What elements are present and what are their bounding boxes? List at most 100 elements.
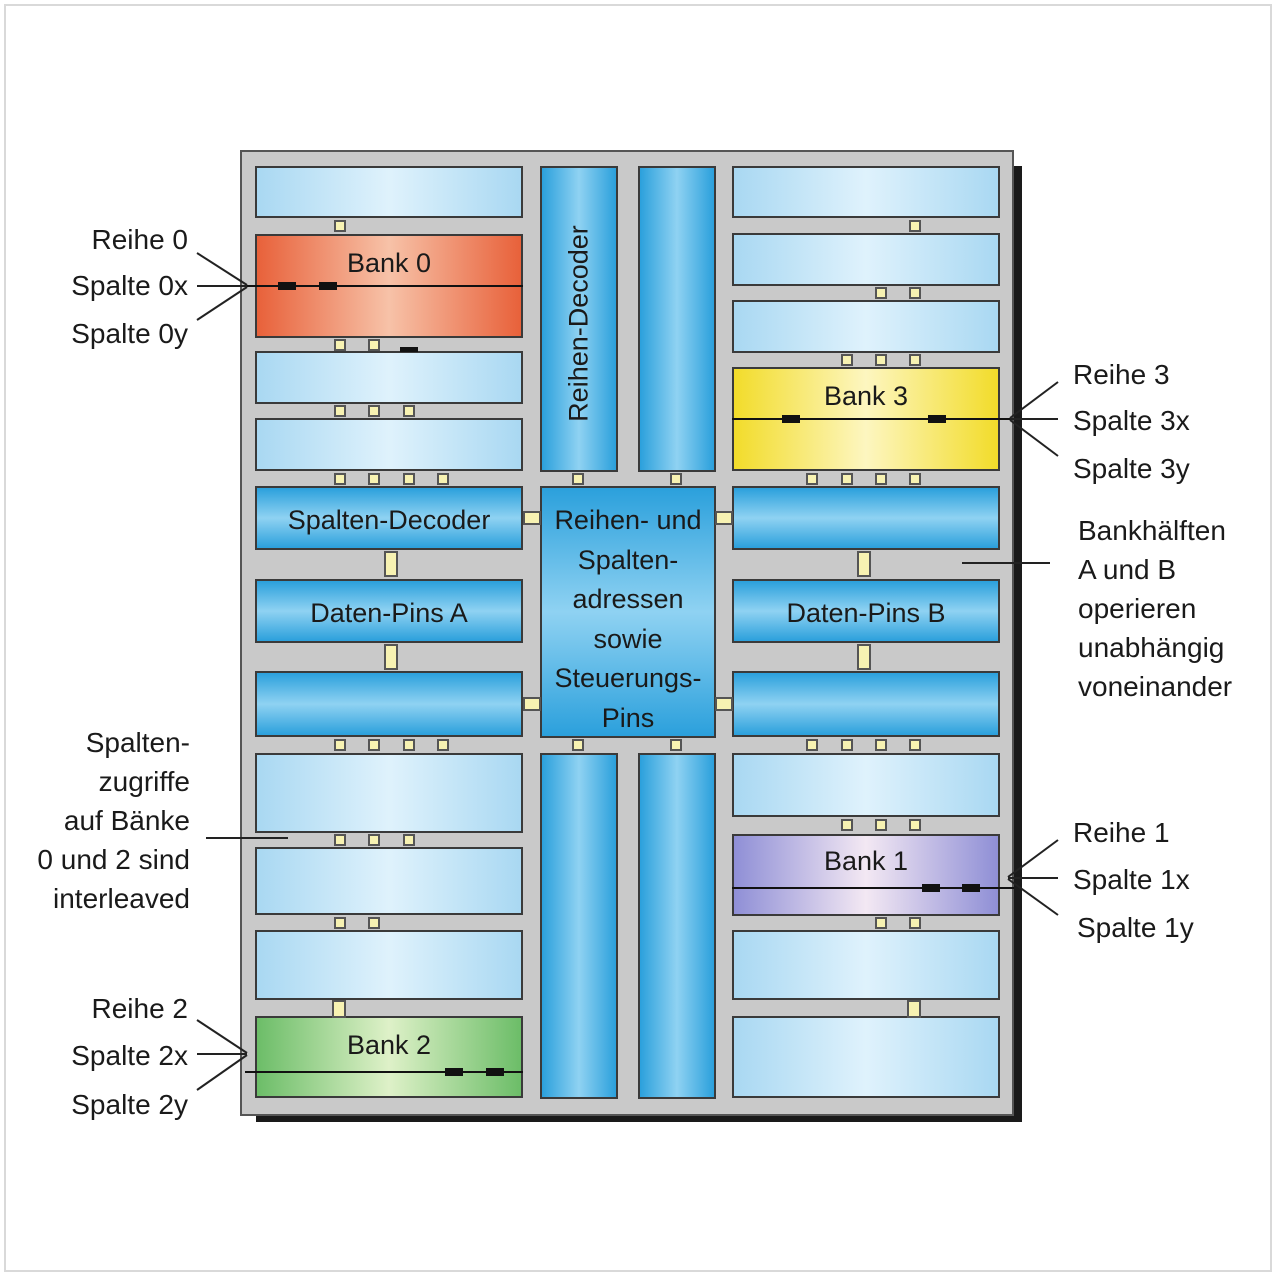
- connector: [670, 473, 682, 485]
- center-label-line: sowie: [593, 623, 663, 654]
- label-spalte-0y: Spalte 0y: [71, 318, 188, 349]
- bank-1-row-line: [732, 887, 1014, 889]
- connector: [857, 551, 871, 577]
- connector: [909, 354, 921, 366]
- note-line: interleaved: [53, 883, 190, 914]
- column-marker: [445, 1068, 463, 1076]
- note-line: auf Bänke: [63, 805, 190, 836]
- connector: [334, 339, 346, 351]
- connector: [907, 1000, 921, 1018]
- label-spalte-1y: Spalte 1y: [1077, 912, 1194, 943]
- connector: [909, 739, 921, 751]
- memory-cell-block: [255, 166, 523, 218]
- connector: [909, 917, 921, 929]
- note-line: zugriffe: [98, 766, 190, 797]
- connector: [670, 739, 682, 751]
- column-marker: [962, 884, 980, 892]
- callout-line: [196, 286, 248, 321]
- center-label-line: adressen: [572, 584, 684, 614]
- connector: [368, 339, 380, 351]
- row-decoder-2: [638, 166, 716, 472]
- memory-cell-block: [732, 753, 1000, 817]
- connector: [368, 739, 380, 751]
- connector: [334, 917, 346, 929]
- label-reihe-2: Reihe 2: [91, 993, 188, 1024]
- connector: [909, 220, 921, 232]
- label-spalte-3y: Spalte 3y: [1073, 453, 1190, 484]
- data-pins-b: Daten-Pins B: [732, 579, 1000, 643]
- note-line: 0 und 2 sind: [37, 844, 190, 875]
- connector: [403, 473, 415, 485]
- row-decoder: Reihen-Decoder: [540, 166, 618, 472]
- note-line: A und B: [1078, 554, 1177, 585]
- connector: [403, 739, 415, 751]
- connector: [523, 697, 541, 711]
- connector: [332, 1000, 346, 1018]
- bank-2-label: Bank 2: [346, 1030, 432, 1060]
- note-bank-halves: Bankhälften A und B operieren unabhängig…: [1078, 511, 1232, 706]
- note-line: operieren: [1078, 593, 1197, 624]
- connector: [437, 473, 449, 485]
- center-label-line: Spalten-: [577, 544, 679, 575]
- connector: [384, 551, 398, 577]
- connector: [334, 739, 346, 751]
- memory-cell-block: [255, 847, 523, 915]
- bus-block: [255, 671, 523, 737]
- connector: [875, 473, 887, 485]
- bus-block: [732, 486, 1000, 550]
- label-reihe-3: Reihe 3: [1073, 359, 1170, 390]
- connector: [841, 354, 853, 366]
- column-marker: [278, 282, 296, 290]
- memory-cell-block: [255, 753, 523, 833]
- bank-1: Bank 1: [732, 834, 1000, 916]
- data-pins-a-label: Daten-Pins A: [310, 598, 468, 628]
- address-control-pins-label: Reihen- und Spalten- adressen sowie Steu…: [542, 501, 714, 738]
- label-reihe-1: Reihe 1: [1073, 817, 1170, 848]
- row-decoder-4: [638, 753, 716, 1099]
- memory-cell-block: [255, 351, 523, 404]
- label-spalte-0x: Spalte 0x: [71, 270, 188, 301]
- label-spalte-1x: Spalte 1x: [1073, 864, 1190, 895]
- memory-cell-block: [255, 930, 523, 1000]
- connector: [715, 697, 733, 711]
- connector: [572, 739, 584, 751]
- connector: [875, 287, 887, 299]
- connector: [334, 220, 346, 232]
- connector: [909, 287, 921, 299]
- callout-line: [1009, 419, 1059, 457]
- connector: [841, 473, 853, 485]
- note-line: unabhängig: [1078, 632, 1225, 663]
- label-spalte-3x: Spalte 3x: [1073, 405, 1190, 436]
- connector: [875, 819, 887, 831]
- column-marker: [782, 415, 800, 423]
- bus-block: [732, 671, 1000, 737]
- connector: [368, 917, 380, 929]
- center-label-line: Reihen- und: [554, 505, 702, 535]
- note-line: Bankhälften: [1078, 515, 1226, 546]
- address-control-pins: Reihen- und Spalten- adressen sowie Steu…: [540, 486, 716, 738]
- connector: [403, 405, 415, 417]
- memory-cell-block: [732, 233, 1000, 286]
- connector: [334, 473, 346, 485]
- data-pins-a: Daten-Pins A: [255, 579, 523, 643]
- connector: [857, 644, 871, 670]
- callout-line: [196, 1054, 248, 1091]
- connector: [368, 473, 380, 485]
- connector: [875, 917, 887, 929]
- bank-0-row-line: [245, 285, 523, 287]
- bank-2-row-line: [245, 1071, 523, 1073]
- image-frame: [4, 4, 1272, 1272]
- callout-line: [196, 252, 248, 286]
- connector: [368, 405, 380, 417]
- column-marker: [922, 884, 940, 892]
- connector: [806, 473, 818, 485]
- note-line: voneinander: [1078, 671, 1233, 702]
- data-pins-b-label: Daten-Pins B: [786, 598, 946, 628]
- column-decoder: Spalten-Decoder: [255, 486, 523, 550]
- bank-0-label: Bank 0: [346, 248, 432, 278]
- note-line: Spalten-: [85, 727, 190, 758]
- connector: [875, 739, 887, 751]
- bank-3-label: Bank 3: [823, 381, 909, 411]
- connector: [368, 834, 380, 846]
- connector: [334, 405, 346, 417]
